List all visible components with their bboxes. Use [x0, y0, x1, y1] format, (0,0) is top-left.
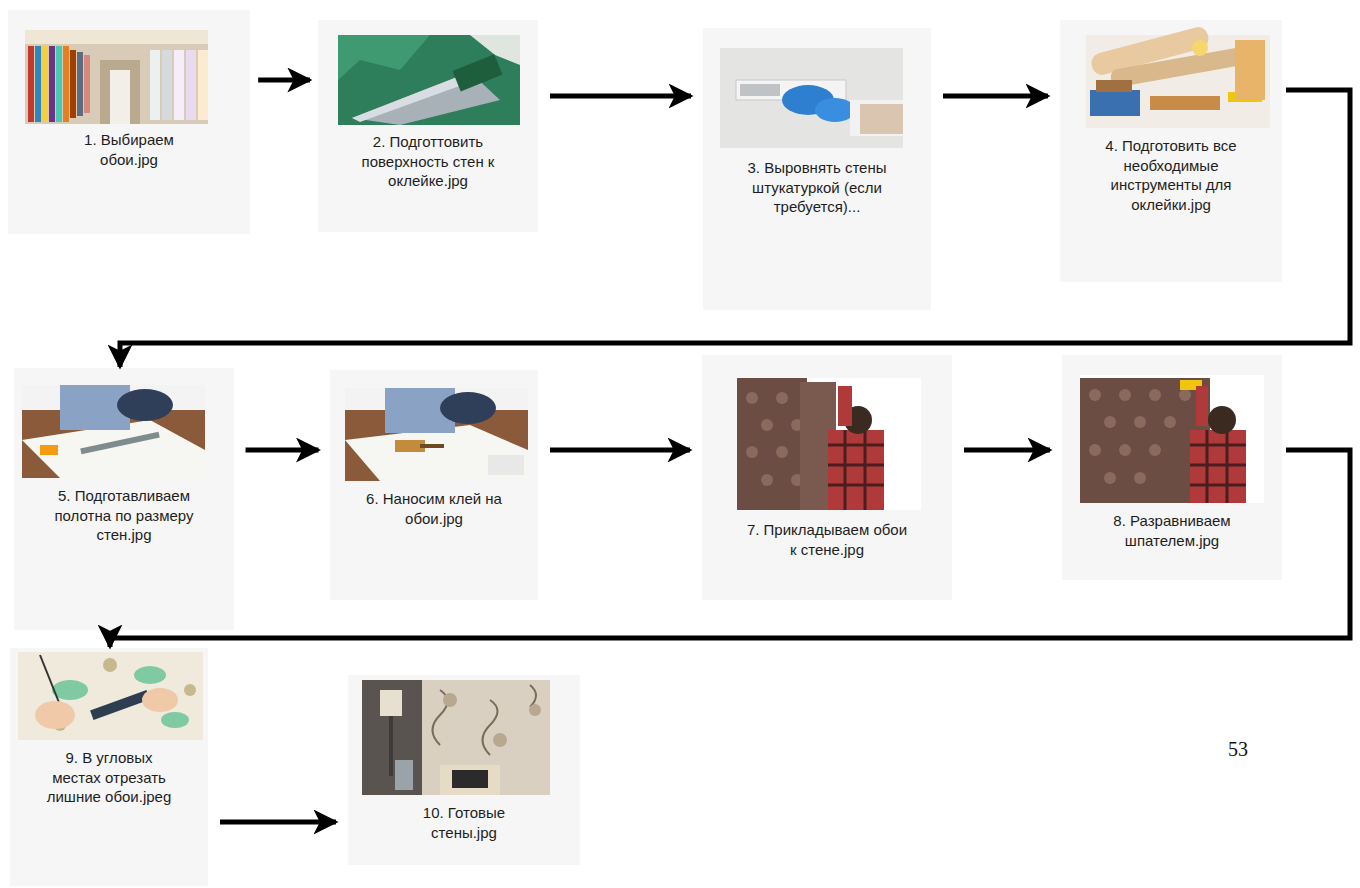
- step-caption: 7. Прикладываем обои к стене.jpg: [742, 520, 912, 559]
- step-tile: 8. Разравниваем шпателем.jpg: [1062, 355, 1282, 558]
- step-tile: 2. Подготтовить поверхность стен к оклей…: [318, 20, 538, 199]
- step-caption: 9. В угловых местах отрезать лишние обои…: [44, 748, 174, 807]
- step-tile: 3. Выровнять стены штукатуркой (если тре…: [703, 28, 931, 225]
- tile-backgrounds: [8, 10, 1282, 886]
- step-tile: 1. Выбираем обои.jpg: [8, 10, 250, 177]
- page-number: 53: [1228, 738, 1248, 761]
- flow-arrow: [258, 78, 310, 83]
- flow-arrow: [550, 94, 691, 99]
- trimming-photo: [18, 652, 203, 740]
- shop-photo: [25, 30, 208, 124]
- flow-arrow: [550, 448, 690, 453]
- step-caption: 6. Наносим клей на обои.jpg: [354, 489, 514, 528]
- flow-arrow: [220, 820, 336, 825]
- hanging-photo: [737, 378, 921, 510]
- step-caption: 3. Выровнять стены штукатуркой (если тре…: [747, 158, 887, 217]
- step-caption: 10. Готовые стены.jpg: [404, 803, 524, 842]
- smoothing-photo: [1080, 375, 1264, 503]
- flow-arrow: [964, 448, 1050, 453]
- plaster-photo: [720, 48, 903, 148]
- step-caption: 1. Выбираем обои.jpg: [59, 130, 199, 169]
- step-caption: 2. Подготтовить поверхность стен к оклей…: [353, 132, 503, 191]
- glue-photo: [345, 388, 528, 481]
- step-tile: 10. Готовые стены.jpg: [348, 675, 580, 850]
- flow-arrow: [246, 448, 319, 453]
- step-tile: 6. Наносим клей на обои.jpg: [330, 370, 538, 536]
- step-tile: 9. В угловых местах отрезать лишние обои…: [10, 648, 208, 815]
- scraper-photo: [338, 35, 520, 125]
- flow-arrow: [110, 450, 1350, 647]
- step-tile: 7. Прикладываем обои к стене.jpg: [702, 355, 952, 567]
- step-tile: 4. Подготовить все необходимые инструмен…: [1060, 20, 1282, 222]
- tools-photo: [1086, 25, 1270, 128]
- step-caption: 8. Разравниваем шпателем.jpg: [1097, 511, 1247, 550]
- flow-arrow: [120, 90, 1350, 367]
- finished-room-photo: [362, 680, 550, 795]
- flow-arrow: [943, 94, 1048, 99]
- step-caption: 5. Подготавливаем полотна по размеру сте…: [49, 486, 199, 545]
- step-caption: 4. Подготовить все необходимые инструмен…: [1096, 136, 1246, 214]
- measuring-photo: [22, 385, 205, 478]
- step-tile: 5. Подготавливаем полотна по размеру сте…: [14, 368, 234, 553]
